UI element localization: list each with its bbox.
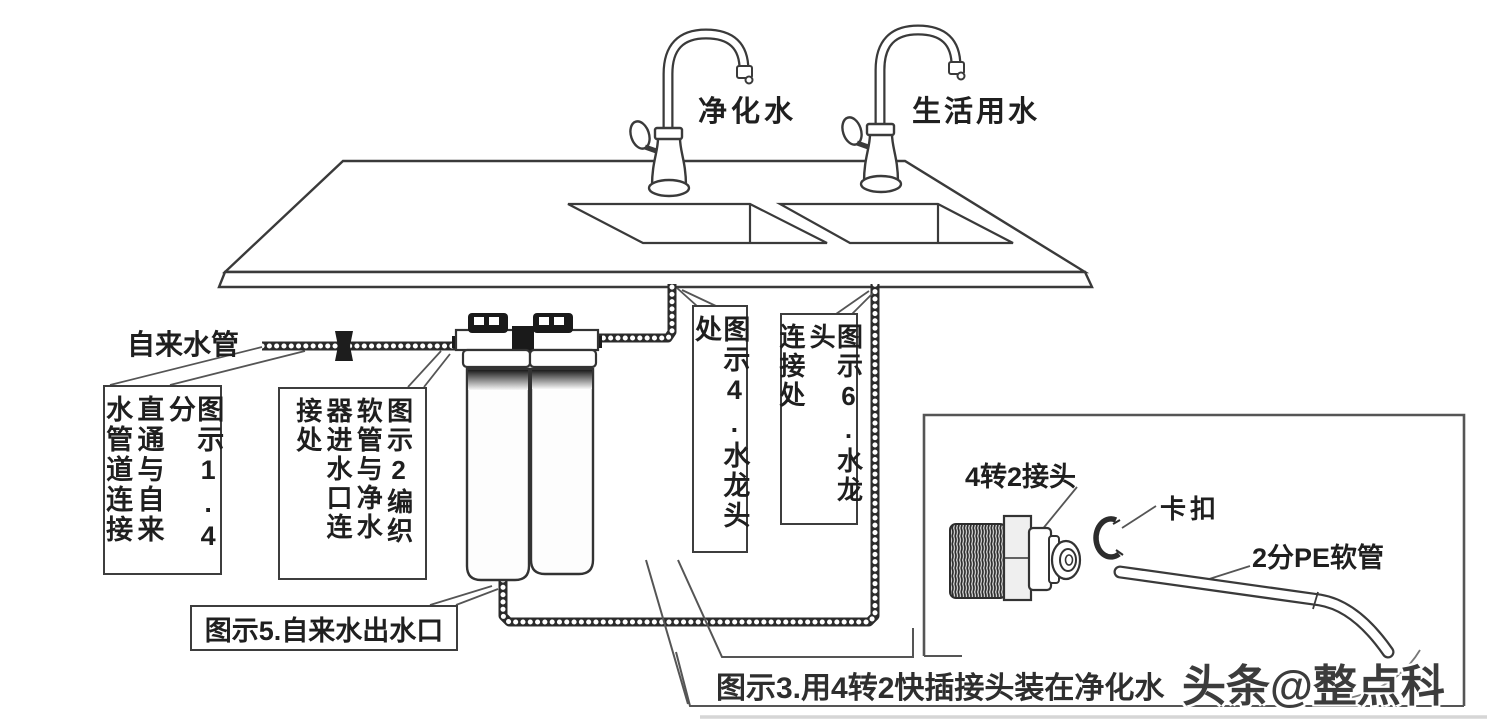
faucet-purified-drawing [629,28,754,198]
callout-fig1-col3: 水管道连接 [102,395,133,545]
callout-fig4-col1: 图示4.水龙头处 [691,315,750,531]
water-filter-drawing [452,313,602,582]
connector-fitting-drawing [949,514,1082,602]
callout-fig6-col2: 连接处 [775,323,806,410]
parts-panel-border [922,413,1466,706]
faucet-domestic-drawing [841,24,966,194]
callout-fig4: 图示4.水龙头处 [691,305,750,553]
clip-drawing [1093,516,1124,560]
label-purified-water-faucet: 净化水 [698,96,798,128]
label-domestic-water-faucet: 生活用水 [912,96,1041,128]
sink-basins [567,202,1014,245]
pe-tube-drawing [1113,565,1421,701]
inline-valve [335,331,353,361]
callout-fig3-text: 图示3.用4转2快插接头装在净化水 [716,672,1165,705]
label-tap-water-pipe: 自来水管 [127,329,240,360]
callout-fig2-col2: 软管与净水 [353,397,384,542]
callout-fig5-text: 图示5.自来水出水口 [204,615,444,646]
callout-fig2-col3: 器进水口连 [323,397,353,542]
leader-lines [109,287,1251,606]
callout-fig6-col1: 图示6.水龙头 [806,323,864,505]
callout-fig5: 图示5.自来水出水口 [190,605,458,651]
label-4to2-connector: 4转2接头 [965,462,1077,492]
callout-fig6: 图示6.水龙头 连接处 [775,313,863,525]
braided-pipe-lines [259,281,880,627]
bottom-callout-lines [645,559,1487,719]
callout-fig1: 图示1.4分 直通与自来 水管道连接 [102,385,224,575]
label-pe-tube: 2分PE软管 [1252,543,1385,573]
label-clip: 卡扣 [1160,494,1221,524]
callout-fig2: 图示2编织 软管与净水 器进水口连 接处 [278,387,427,580]
watermark-text: 头条@整点科普 [1182,662,1445,711]
callout-fig1-col2: 直通与自来 [133,395,164,545]
callout-fig2-col4: 接处 [292,397,323,455]
callout-fig1-col1: 图示1.4分 [164,395,224,554]
callout-fig2-col1: 图示2编织 [383,397,414,546]
